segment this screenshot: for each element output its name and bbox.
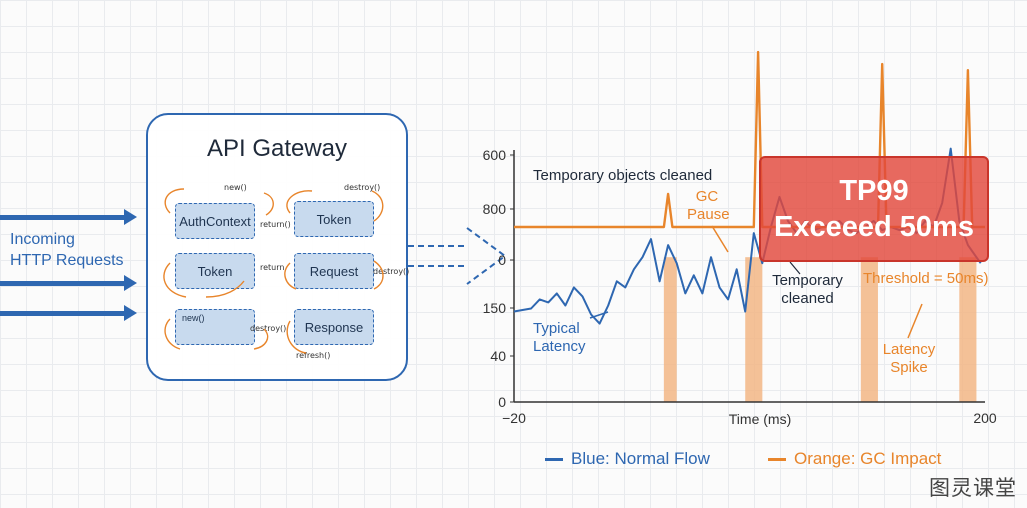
lifecycle-arc: [205, 280, 245, 298]
lifecycle-arc: [164, 188, 185, 214]
legend-blue-label: Blue: Normal Flow: [571, 449, 710, 468]
api-gateway-box: API Gateway AuthContext Token Token Requ…: [146, 113, 410, 381]
object-token-1: Token: [294, 201, 374, 237]
gc-pause-band: [745, 257, 763, 402]
gateway-title: API Gateway: [206, 135, 348, 162]
gc-pause-line1: GC: [695, 188, 719, 205]
legend-orange-label: Orange: GC Impact: [794, 449, 942, 468]
watermark: 图灵课堂: [929, 476, 1017, 500]
y-tick-label: 600: [483, 147, 507, 163]
latency-spike-line1: Latency: [882, 341, 936, 358]
object-new: new(): [175, 309, 255, 345]
typical-latency-line2: Latency: [533, 338, 586, 355]
incoming-arrow-2: [0, 275, 137, 291]
gateway-to-chart-arrow: [408, 227, 507, 285]
tp99-line1: TP99: [839, 175, 909, 207]
temporary-cleaned-line2: cleaned: [781, 290, 834, 307]
object-label: new(): [182, 313, 205, 323]
object-authcontext: AuthContext: [175, 203, 255, 239]
latency-spike-line2: Spike: [890, 359, 928, 376]
gc-pause-band: [663, 257, 677, 402]
legend-orange: Orange: GC Impact: [768, 449, 941, 469]
gc-pause-band: [860, 257, 878, 402]
legend-blue: Blue: Normal Flow: [545, 449, 710, 469]
lifecycle-arc: [286, 190, 313, 214]
typical-latency-line1: Typical: [533, 320, 580, 337]
gc-pause-band: [959, 257, 977, 402]
lifecycle-arc: [373, 260, 384, 290]
incoming-label: Incoming HTTP Requests: [10, 229, 140, 271]
y-tick-label: 0: [498, 252, 506, 268]
lifecycle-arcs: [163, 188, 384, 354]
annotation-refresh: refresh(): [296, 351, 331, 360]
incoming-label-line1: Incoming: [10, 231, 75, 248]
incoming-arrow-1: [0, 209, 137, 225]
typical-latency-label: Typical Latency: [533, 320, 586, 356]
lifecycle-arc: [263, 192, 274, 216]
y-tick-label: 150: [483, 300, 507, 316]
x-axis-label: Time (ms): [729, 411, 791, 427]
annotation-new: new(): [224, 183, 247, 192]
y-tick-label: 40: [490, 348, 506, 364]
object-response: Response: [294, 309, 374, 345]
object-label: Token: [316, 211, 352, 227]
annotation-destroy-3: destroy(): [250, 324, 287, 333]
y-tick-label: 800: [483, 201, 507, 217]
object-label: Response: [304, 319, 364, 335]
lifecycle-arc: [163, 262, 187, 298]
x-tick-label: 200: [973, 410, 997, 426]
x-tick-label: −20: [502, 410, 526, 426]
temporary-cleaned-line1: Temporary: [772, 272, 843, 289]
annotation-return-1: return(): [260, 220, 291, 229]
gc-pause-line2: Pause: [687, 206, 730, 223]
lifecycle-arc: [253, 328, 269, 350]
legend-orange-swatch: [768, 457, 786, 461]
tp99-alert-box: TP99 Exceeed 50ms: [759, 156, 989, 262]
lifecycle-arc: [284, 262, 297, 290]
object-label: Request: [309, 263, 359, 279]
gc-pause-pointer: [711, 225, 729, 253]
latency-spike-label: Latency Spike: [878, 341, 940, 377]
lifecycle-arc: [286, 320, 307, 354]
latency-spike-pointer: [907, 303, 923, 339]
lifecycle-arc: [371, 190, 384, 222]
gc-pause-label: GC Pause: [687, 188, 730, 224]
object-label: AuthContext: [179, 213, 251, 229]
temporary-cleaned-pointer: [789, 261, 801, 275]
incoming-label-line2: HTTP Requests: [10, 252, 124, 269]
incoming-arrow-3: [0, 305, 137, 321]
typical-latency-pointer: [589, 311, 609, 319]
temporary-objects-cleaned-label: Temporary objects cleaned: [533, 167, 713, 184]
temporary-cleaned-label: Temporary cleaned: [765, 272, 850, 308]
annotation-destroy-2: destroy(): [373, 267, 410, 276]
tp99-line2: Exceeed 50ms: [774, 211, 974, 243]
legend-blue-swatch: [545, 457, 563, 461]
threshold-label: Threshold = 50ms): [863, 270, 989, 287]
object-label: Token: [197, 263, 233, 279]
annotation-destroy-1: destroy(): [344, 183, 381, 192]
lifecycle-arc: [164, 318, 181, 350]
object-request: Request: [294, 253, 374, 289]
annotation-return-2: return: [260, 263, 285, 272]
y-tick-label: 0: [498, 394, 506, 410]
